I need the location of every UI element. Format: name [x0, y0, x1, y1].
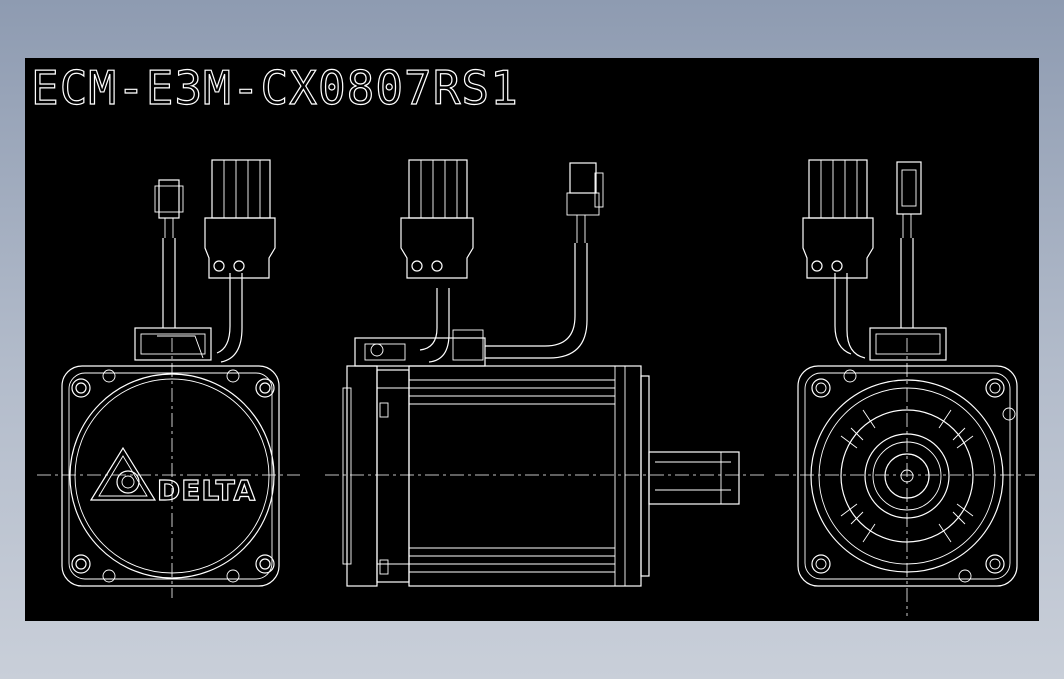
delta-logo: DELTA	[89, 446, 256, 508]
drawing-title: ECM-E3M-CX0807RS1	[31, 61, 519, 115]
front-view	[775, 159, 1035, 616]
side-view	[325, 159, 765, 587]
rear-view: DELTA	[37, 159, 300, 598]
cad-drawing-canvas: ECM-E3M-CX0807RS1 D	[25, 58, 1039, 621]
logo-text: DELTA	[157, 474, 256, 507]
